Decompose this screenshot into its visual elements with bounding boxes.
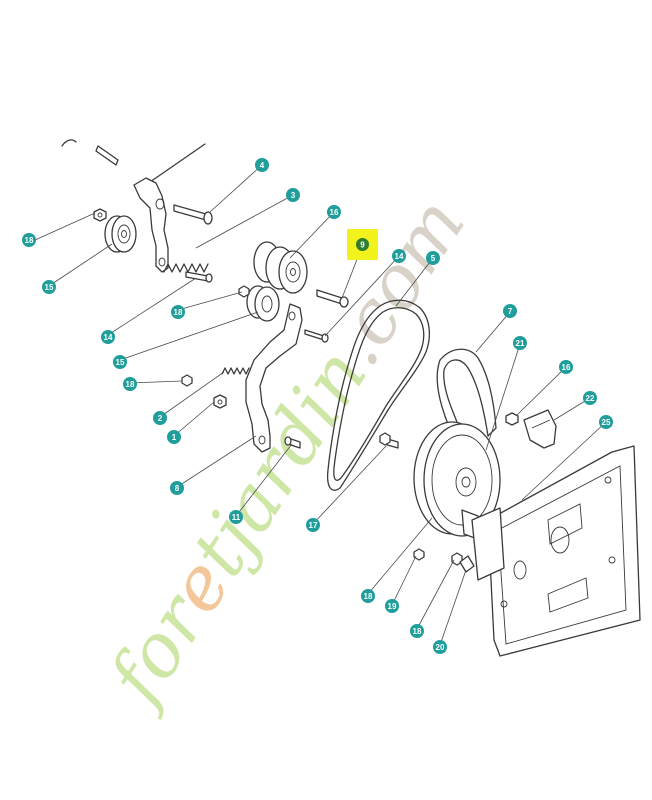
linkage-rod — [61, 139, 206, 183]
flange-nut-mid — [181, 374, 193, 387]
svg-text:1: 1 — [172, 433, 177, 442]
callout-15[interactable]: 15 — [42, 280, 56, 294]
svg-text:18: 18 — [126, 380, 135, 389]
callouts: 4 3 18 15 16 9 14 5 14 18 15 7 21 18 16 … — [22, 158, 613, 654]
compression-spring — [221, 367, 250, 375]
callout-20[interactable]: 20 — [433, 640, 447, 654]
svg-text:4: 4 — [260, 161, 265, 170]
idler-arm — [245, 303, 303, 453]
svg-text:11: 11 — [232, 513, 241, 522]
svg-text:9: 9 — [360, 241, 365, 250]
bolt-left — [185, 271, 213, 283]
idler-pulley-lower — [246, 285, 280, 322]
stud-11 — [284, 436, 301, 449]
callout-8[interactable]: 8 — [170, 481, 184, 495]
svg-text:16: 16 — [330, 208, 339, 217]
callout-11[interactable]: 11 — [229, 510, 243, 524]
bolt-14 — [304, 329, 329, 343]
callout-15[interactable]: 15 — [113, 355, 127, 369]
svg-text:25: 25 — [602, 418, 611, 427]
callout-7[interactable]: 7 — [503, 304, 517, 318]
idler-pulley-left — [104, 215, 137, 253]
flange-nut-right — [505, 412, 519, 426]
svg-text:16: 16 — [562, 363, 571, 372]
drive-pulley — [413, 421, 501, 541]
svg-text:14: 14 — [395, 252, 404, 261]
callout-18[interactable]: 18 — [123, 377, 137, 391]
callout-14[interactable]: 14 — [101, 330, 115, 344]
callout-18[interactable]: 18 — [410, 624, 424, 638]
svg-text:7: 7 — [508, 307, 513, 316]
svg-text:3: 3 — [291, 191, 296, 200]
svg-text:5: 5 — [431, 254, 436, 263]
svg-text:18: 18 — [364, 592, 373, 601]
callout-16[interactable]: 16 — [559, 360, 573, 374]
svg-text:21: 21 — [516, 339, 525, 348]
callout-18[interactable]: 18 — [171, 305, 185, 319]
callout-5[interactable]: 5 — [426, 251, 440, 265]
belt-bolt — [379, 432, 399, 449]
svg-text:2: 2 — [158, 414, 163, 423]
hex-nut — [213, 394, 227, 409]
callout-19[interactable]: 19 — [385, 599, 399, 613]
svg-text:20: 20 — [436, 643, 445, 652]
shoulder-bolt — [173, 204, 213, 225]
bolt-9 — [316, 289, 349, 308]
clip-bracket — [523, 409, 557, 449]
callout-3[interactable]: 3 — [286, 188, 300, 202]
callout-18[interactable]: 18 — [22, 233, 36, 247]
leader-lines — [34, 164, 607, 646]
svg-text:17: 17 — [309, 521, 318, 530]
bolt-20 — [459, 555, 475, 573]
screw-19 — [413, 548, 425, 561]
extension-spring — [163, 263, 209, 273]
flange-nut-left — [93, 208, 107, 222]
callout-4[interactable]: 4 — [255, 158, 269, 172]
svg-text:18: 18 — [413, 627, 422, 636]
callout-25[interactable]: 25 — [599, 415, 613, 429]
callout-21[interactable]: 21 — [513, 336, 527, 350]
callout-17[interactable]: 17 — [306, 518, 320, 532]
svg-text:22: 22 — [586, 394, 595, 403]
callout-16[interactable]: 16 — [327, 205, 341, 219]
callout-14[interactable]: 14 — [392, 249, 406, 263]
svg-text:14: 14 — [104, 333, 113, 342]
svg-text:18: 18 — [25, 236, 34, 245]
callout-22[interactable]: 22 — [583, 391, 597, 405]
svg-text:15: 15 — [116, 358, 125, 367]
svg-text:19: 19 — [388, 602, 397, 611]
mounting-plate — [471, 445, 641, 657]
svg-text:8: 8 — [175, 484, 180, 493]
callout-1[interactable]: 1 — [167, 430, 181, 444]
svg-text:15: 15 — [45, 283, 54, 292]
idler-pulley-upper — [253, 241, 308, 294]
drive-belt — [326, 299, 431, 491]
svg-text:18: 18 — [174, 308, 183, 317]
callout-2[interactable]: 2 — [153, 411, 167, 425]
flange-nut-pulley — [238, 285, 250, 298]
idler-bracket — [133, 177, 169, 273]
callout-18[interactable]: 18 — [361, 589, 375, 603]
callout-9-highlighted[interactable]: 9 — [347, 229, 378, 260]
